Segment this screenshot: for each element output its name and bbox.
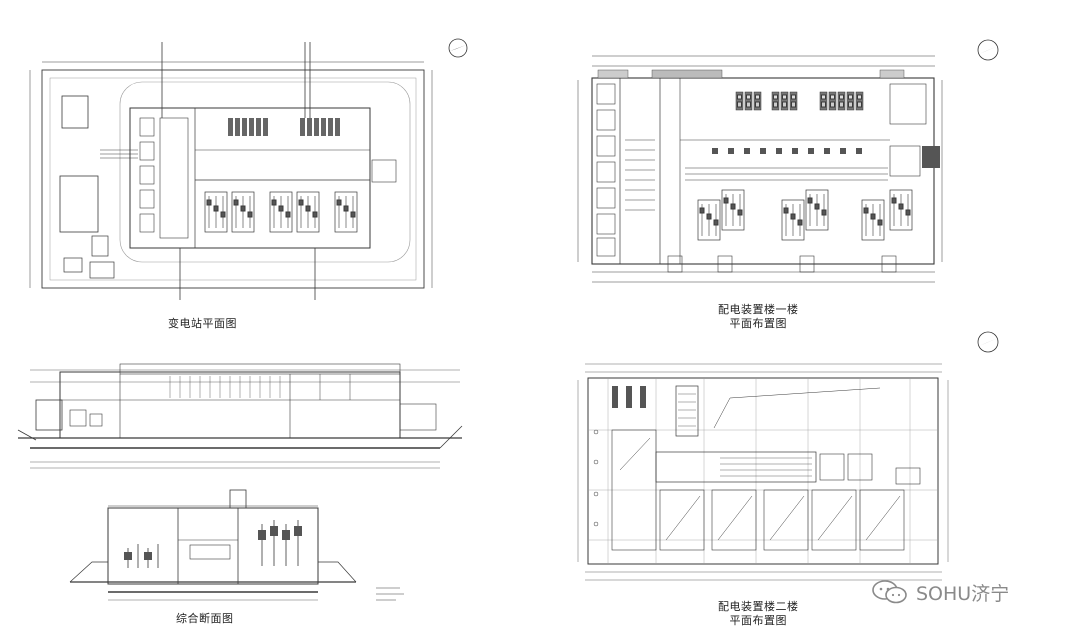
floor1-plan-drawing xyxy=(577,55,943,283)
site-plan-caption: 变电站平面图 xyxy=(168,317,237,330)
floor2-caption-line2: 平面布置图 xyxy=(729,614,787,627)
north-arrow-icon xyxy=(448,38,468,58)
floor1-plan-caption: 配电装置楼一楼 平面布置图 xyxy=(718,303,799,331)
floor2-caption-line1: 配电装置楼二楼 xyxy=(718,600,799,613)
site-plan-drawing xyxy=(29,42,433,300)
floor1-caption-line2: 平面布置图 xyxy=(729,317,787,330)
chat-bubble-icon xyxy=(872,580,907,604)
sohu-watermark: SOHU济宁 xyxy=(870,578,1009,606)
floor2-plan-drawing xyxy=(577,363,949,581)
watermark-text: SOHU济宁 xyxy=(916,582,1010,605)
north-arrow-icon xyxy=(977,331,999,353)
section-elevation-drawing xyxy=(17,363,463,469)
section-caption: 综合断面图 xyxy=(176,612,234,625)
floor1-caption-line1: 配电装置楼一楼 xyxy=(718,303,799,316)
floor2-plan-caption: 配电装置楼二楼 平面布置图 xyxy=(718,600,799,628)
cross-section-drawing xyxy=(69,489,404,601)
north-arrow-icon xyxy=(977,39,999,61)
